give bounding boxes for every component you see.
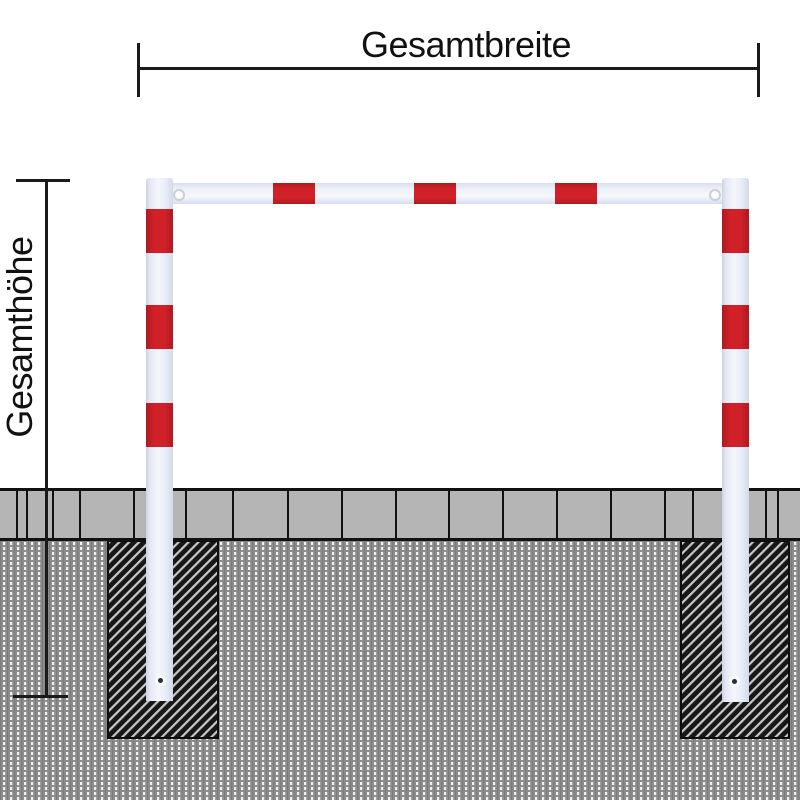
right-post [722,178,749,702]
width-dimension-tick-right [757,43,760,97]
pavement-joint [448,491,450,538]
crossbar-right-hole-icon [711,191,719,199]
reflective-band [146,403,173,447]
pavement-joint [692,491,694,538]
pavement-joint [79,491,81,538]
reflective-band [722,209,749,253]
width-dimension-tick-left [137,43,140,97]
reflective-band [146,305,173,349]
pavement-joint [287,491,289,538]
crossbar [173,183,722,204]
width-dimension-label: Gesamtbreite [360,24,572,65]
pavement-joint [341,491,343,538]
pavement-joint [777,491,779,538]
ground-layer [0,541,800,800]
pavement-joint [133,491,135,538]
pavement-joint [232,491,234,538]
pavement-joint [502,491,504,538]
left-post-base-hole-icon [158,678,163,683]
pavement-joint [765,491,767,538]
height-dimension-tick-bottom [13,695,68,698]
pavement-joint [556,491,558,538]
reflective-band [146,209,173,253]
pavement-joint [185,491,187,538]
pavement-layer [0,488,800,541]
reflective-band [414,183,456,204]
pavement-joint [664,491,666,538]
pavement-joint [26,491,28,538]
left-post [146,178,173,701]
width-dimension-line [138,67,758,70]
pavement-joint [16,491,18,538]
pavement-joint [395,491,397,538]
pavement-joint [610,491,612,538]
height-dimension-label: Gesamthöhe [0,236,40,438]
reflective-band [722,403,749,447]
right-post-base-hole-icon [732,679,737,684]
height-dimension-tick-top [16,179,70,182]
height-dimension-line [45,179,48,698]
reflective-band [722,305,749,349]
pavement-joint [52,491,54,538]
reflective-band [555,183,597,204]
crossbar-left-hole-icon [175,191,183,199]
reflective-band [273,183,315,204]
